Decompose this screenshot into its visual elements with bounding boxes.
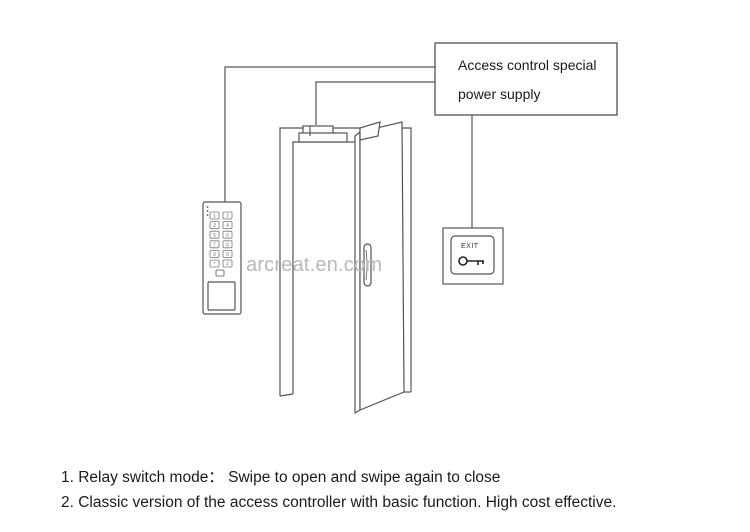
keypad-key: 9 bbox=[209, 249, 220, 258]
svg-text:*: * bbox=[214, 262, 216, 268]
keypad-key: 0 bbox=[222, 249, 233, 258]
note-relay-mode: 1. Relay switch mode： Swipe to open and … bbox=[61, 469, 501, 486]
power-supply-label-line1: Access control special bbox=[458, 57, 597, 73]
wire-keypad bbox=[224, 66, 435, 202]
svg-text:6: 6 bbox=[226, 233, 229, 239]
exit-button bbox=[442, 227, 504, 285]
note-classic-version: 2. Classic version of the access control… bbox=[61, 494, 617, 511]
key-shaft-icon bbox=[467, 260, 484, 265]
svg-text:3: 3 bbox=[213, 223, 216, 229]
watermark: arcreat.en.com bbox=[246, 254, 383, 276]
power-supply-label-line2: power supply bbox=[458, 86, 541, 102]
svg-text:5: 5 bbox=[213, 233, 216, 239]
keypad-key: 4 bbox=[222, 221, 233, 229]
keypad-key: 7 bbox=[209, 240, 220, 248]
svg-text:8: 8 bbox=[226, 242, 229, 248]
svg-text:#: # bbox=[226, 262, 229, 268]
keypad-reader bbox=[202, 201, 242, 315]
key-icon bbox=[458, 256, 468, 266]
keypad-key: # bbox=[222, 259, 233, 268]
svg-text:2: 2 bbox=[226, 214, 229, 220]
keypad-key: 1 bbox=[209, 211, 220, 220]
svg-text:4: 4 bbox=[226, 223, 229, 229]
svg-text:1: 1 bbox=[213, 214, 216, 220]
svg-text:7: 7 bbox=[213, 242, 216, 248]
wire-lock bbox=[315, 81, 435, 125]
exit-label: EXIT bbox=[461, 243, 479, 250]
keypad-key: 2 bbox=[222, 211, 233, 220]
keypad-key: 6 bbox=[222, 230, 233, 239]
keypad-key: 5 bbox=[209, 230, 220, 239]
keypad-key: 3 bbox=[209, 221, 220, 229]
magnetic-lock bbox=[298, 125, 348, 143]
keypad-key: * bbox=[209, 259, 220, 268]
keypad-key: 8 bbox=[222, 240, 233, 248]
power-supply-box bbox=[434, 42, 618, 116]
svg-text:9: 9 bbox=[213, 252, 216, 258]
door-leaf bbox=[354, 121, 405, 415]
keypad-keys: 1 2 3 4 5 6 7 8 9 0 * # bbox=[209, 211, 233, 268]
svg-text:0: 0 bbox=[226, 252, 229, 258]
